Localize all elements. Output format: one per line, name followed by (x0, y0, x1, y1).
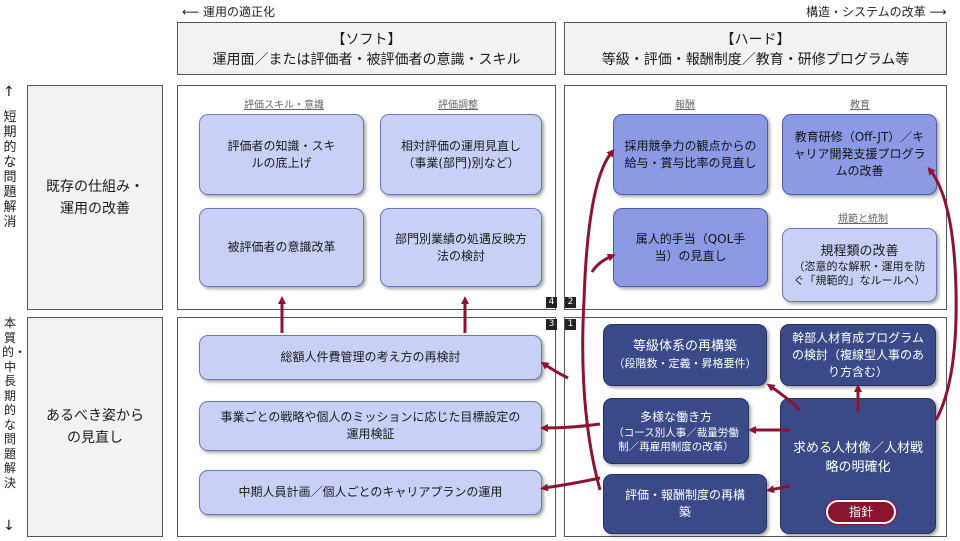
box-training-program: 教育研修（Off-JT）／キャリア開発支援プログラムの改善 (782, 114, 937, 195)
box-diverse-workstyle-detail: （コース別人事／裁量労働制／再雇用制度の改革） (613, 426, 739, 453)
box-competitive-pay-text: 採用競争力の観点からの給与・賞与比率の見直し (624, 138, 757, 170)
sublabel-rules: 規範と統制 (838, 214, 888, 225)
box-grade-system: 等級体系の再構築 （段階数・定義・昇格要件） (603, 324, 767, 386)
arrow-right-icon: ⟶ (929, 5, 947, 19)
soft-title: 【ソフト】 (331, 32, 402, 48)
axis-right-label: 構造・システムの改革 ⟶ (806, 3, 947, 20)
box-dept-performance: 部門別業績の処遇反映方法の検討 (380, 208, 542, 287)
arrow-to-grade-system (766, 383, 802, 412)
box-personal-allowance-text: 属人的手当（QOL手当）の見直し (635, 231, 746, 263)
box-evaluatee-awareness: 被評価者の意識改革 (199, 208, 364, 287)
soft-subtitle: 運用面／または評価者・被評価者の意識・スキル (212, 52, 521, 68)
box-competitive-pay: 採用競争力の観点からの給与・賞与比率の見直し (613, 114, 768, 195)
box-diverse-workstyle-title: 多様な働き方 (639, 409, 712, 424)
row-existing-label: 既存の仕組み・運用の改善 (27, 85, 163, 310)
box-career-plan: 中期人員計画／個人ごとのキャリアプランの運用 (199, 470, 542, 515)
row-existing-text: 既存の仕組み・運用の改善 (46, 178, 144, 217)
guideline-badge: 指針 (826, 500, 896, 524)
box-goal-setting-text: 事業ごとの戦略や個人のミッションに応じた目標設定の運用検証 (220, 410, 521, 441)
axis-short-term-label: 短期的な問題解消 (3, 110, 17, 230)
axis-right-text: 構造・システムの改革 (806, 5, 926, 19)
box-grade-system-title: 等級体系の再構築 (632, 339, 737, 354)
arrow-left-icon: ⟵ (182, 5, 200, 19)
quadrant-2-number: 2 (565, 297, 576, 308)
box-ideal-talent-text: 求める人材像／人材戦略の明確化 (793, 441, 924, 475)
box-total-labor-cost-text: 総額人件費管理の考え方の再検討 (280, 350, 461, 364)
box-relative-eval-text: 相対評価の運用見直し（事業(部門)別など） (400, 138, 521, 170)
quadrant-4-number: 4 (546, 297, 557, 308)
box-regulation: 規程類の改善 （恣意的な解釈・運用を防ぐ「規範的」なルールへ） (782, 228, 937, 302)
hard-header: 【ハード】 等級・評価・報酬制度／教育・研修プログラム等 (564, 22, 947, 75)
box-evaluatee-awareness-text: 被評価者の意識改革 (227, 240, 336, 254)
hard-title: 【ハード】 (720, 32, 791, 48)
sublabel-eval-skill: 評価スキル・意識 (244, 100, 324, 111)
box-training-program-text: 教育研修（Off-JT）／キャリア開発支援プログラムの改善 (793, 130, 926, 178)
sublabel-education: 教育 (850, 100, 870, 111)
arrow-to-goal-setting (540, 422, 601, 432)
sublabel-compensation: 報酬 (675, 100, 695, 111)
axis-up-arrow-icon: ↑ (3, 84, 15, 100)
axis-left-label: ⟵ 運用の適正化 (182, 3, 275, 20)
arrow-to-career (540, 476, 601, 492)
hard-subtitle: 等級・評価・報酬制度／教育・研修プログラム等 (601, 52, 910, 68)
arrow-to-allowance (590, 253, 616, 273)
box-eval-pay-system: 評価・報酬制度の再構築 (603, 474, 767, 534)
arrow-to-total-cost (540, 361, 569, 380)
box-eval-pay-system-text: 評価・報酬制度の再構築 (625, 488, 746, 519)
box-goal-setting: 事業ごとの戦略や個人のミッションに応じた目標設定の運用検証 (199, 401, 542, 451)
row-ideal-text: あるべき姿からの見直し (46, 408, 144, 446)
box-evaluator-knowledge-text: 評価者の知識・スキルの底上げ (227, 138, 336, 170)
box-relative-eval: 相対評価の運用見直し（事業(部門)別など） (380, 114, 542, 195)
box-career-plan-text: 中期人員計画／個人ごとのキャリアプランの運用 (238, 485, 503, 499)
box-regulation-title: 規程類の改善 (820, 243, 899, 259)
arrow-loop-to-competitive-pay (581, 148, 615, 491)
box-ideal-talent: 求める人材像／人材戦略の明確化 (780, 398, 936, 534)
axis-fundamental-label: 本質的・中長期的な問題解決 (2, 316, 27, 490)
quadrant-3-number: 3 (546, 319, 557, 330)
box-leader-development-text: 幹部人材育成プログラムの検討（複線型人事のあり方含む） (791, 330, 924, 379)
arrow-to-eval-pay (766, 484, 791, 494)
box-regulation-detail: （恣意的な解釈・運用を防ぐ「規範的」なルールへ） (793, 259, 926, 287)
arrow-loop-to-training (927, 166, 958, 421)
quadrant-1-number: 1 (565, 319, 576, 330)
soft-header: 【ソフト】 運用面／または評価者・被評価者の意識・スキル (177, 22, 556, 75)
box-leader-development: 幹部人材育成プログラムの検討（複線型人事のあり方含む） (780, 324, 936, 386)
sublabel-eval-adjust: 評価調整 (438, 100, 478, 111)
box-dept-performance-text: 部門別業績の処遇反映方法の検討 (394, 231, 527, 263)
axis-down-arrow-icon: ↓ (3, 518, 15, 534)
axis-left-text: 運用の適正化 (203, 5, 276, 19)
box-total-labor-cost: 総額人件費管理の考え方の再検討 (199, 335, 542, 380)
box-diverse-workstyle: 多様な働き方 （コース別人事／裁量労働制／再雇用制度の改革） (603, 398, 749, 464)
box-grade-system-detail: （段階数・定義・昇格要件） (613, 357, 757, 370)
box-evaluator-knowledge: 評価者の知識・スキルの底上げ (199, 114, 364, 195)
box-personal-allowance: 属人的手当（QOL手当）の見直し (613, 208, 768, 287)
row-ideal-label: あるべき姿からの見直し (27, 317, 163, 537)
